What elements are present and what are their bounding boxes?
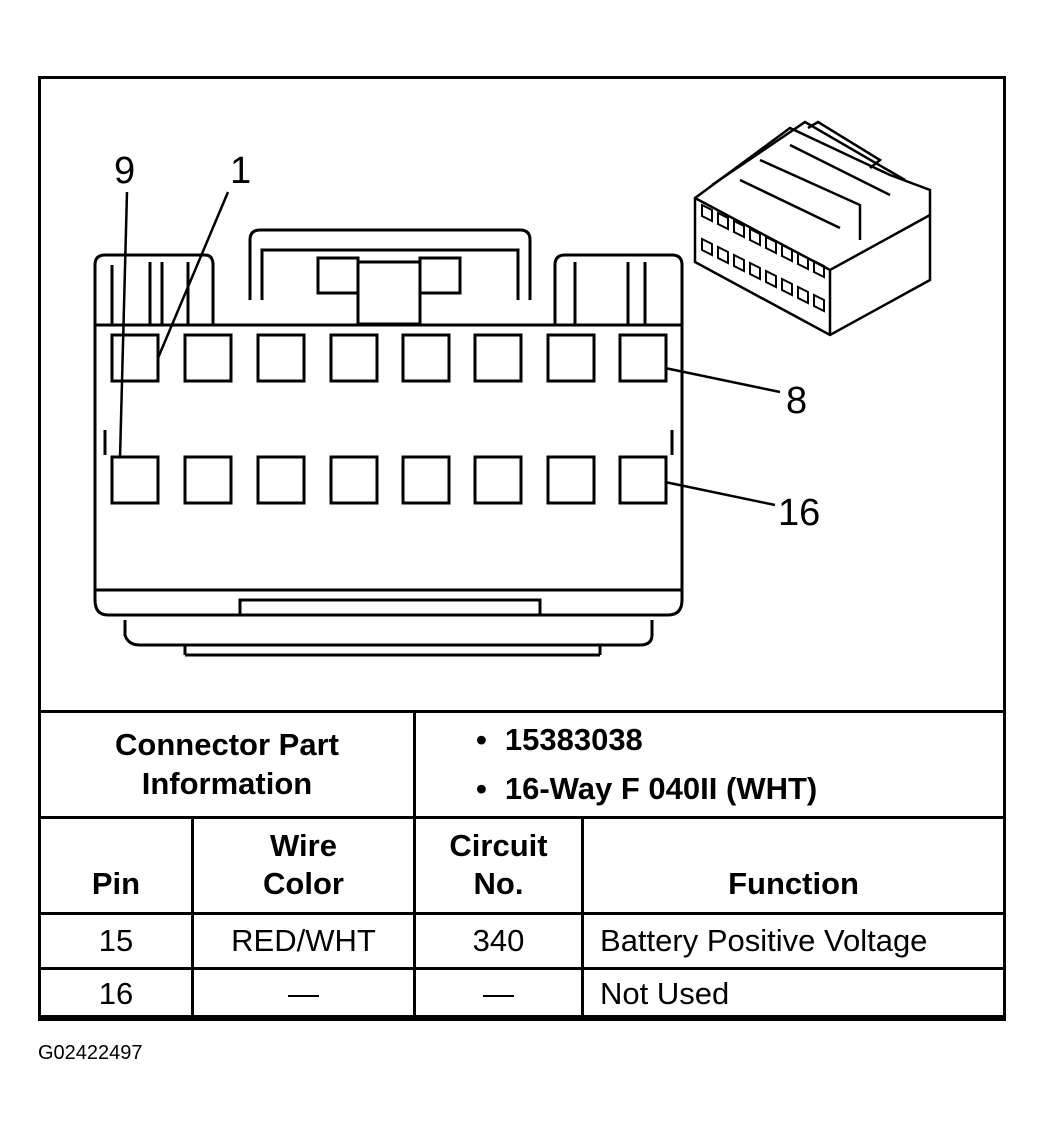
connector-info-table: Connector Part Information 15383038 16-W… <box>37 710 1006 1021</box>
pin-cavity-9 <box>110 455 160 505</box>
connector-part-row: Connector Part Information 15383038 16-W… <box>37 710 1006 819</box>
isometric-cavity <box>749 261 761 281</box>
callout-leaders <box>118 191 781 507</box>
isometric-cavity <box>813 259 825 279</box>
pin-cavity-11 <box>256 455 306 505</box>
pin-cavity-8 <box>618 333 668 383</box>
pin-cell: 15 <box>38 912 194 970</box>
header-function-label: Function <box>728 866 859 902</box>
connector-part-details: 15383038 16-Way F 040II (WHT) <box>413 710 1006 819</box>
pin-cavity-10 <box>183 455 233 505</box>
wire-color-cell: RED/WHT <box>190 912 417 970</box>
connector-part-title: Connector Part Information <box>37 710 417 819</box>
title-line-2: Information <box>141 765 313 801</box>
pin-cavity-3 <box>256 333 306 383</box>
pin-cell: 16 <box>38 967 194 1021</box>
header-wire-line-1: Wire <box>270 827 337 863</box>
isometric-cavity <box>797 285 809 305</box>
isometric-cavity <box>733 253 745 273</box>
title-line-1: Connector Part <box>115 726 339 762</box>
circuit-cell: 340 <box>413 912 585 970</box>
header-wire-line-2: Color <box>263 866 344 902</box>
pin-cavity-14 <box>473 455 523 505</box>
isometric-cavities <box>701 203 825 313</box>
pin-cavity-2 <box>183 333 233 383</box>
isometric-cavity <box>733 219 745 239</box>
isometric-cavity <box>781 243 793 263</box>
function-cell: Battery Positive Voltage <box>581 912 1006 970</box>
pin-cavities <box>110 333 668 505</box>
pin-cavity-5 <box>401 333 451 383</box>
circuit-cell: — <box>413 967 585 1021</box>
header-circuit-line-2: No. <box>473 866 524 902</box>
isometric-cavity <box>749 227 761 247</box>
isometric-cavity <box>781 277 793 297</box>
callout-pin-1: 1 <box>230 150 252 192</box>
column-header-circuit: Circuit No. <box>413 816 585 915</box>
callout-pin-9: 9 <box>114 150 136 192</box>
figure-id: G02422497 <box>38 1042 143 1064</box>
column-header-wire-color: Wire Color <box>190 816 417 915</box>
column-header-pin: Pin <box>38 816 194 915</box>
pin-cavity-4 <box>329 333 379 383</box>
connector-drawing <box>93 120 932 657</box>
table-row: 15 RED/WHT 340 Battery Positive Voltage <box>38 912 1006 970</box>
isometric-cavity <box>701 203 713 223</box>
connector-isometric-view <box>693 120 932 337</box>
column-header-function: Function <box>581 816 1006 915</box>
function-cell: Not Used <box>581 967 1006 1021</box>
isometric-cavity <box>797 251 809 271</box>
isometric-cavity <box>717 211 729 231</box>
isometric-cavity <box>717 245 729 265</box>
callout-pin-16: 16 <box>778 492 821 534</box>
header-circuit-line-1: Circuit <box>449 827 548 863</box>
pin-cavity-7 <box>546 333 596 383</box>
pin-cavity-12 <box>329 455 379 505</box>
connector-shoulders <box>93 253 684 440</box>
table-header-row: Pin Wire Color Circuit No. Function <box>38 816 1006 915</box>
connector-body <box>93 323 684 657</box>
pin-cavity-1 <box>110 333 160 383</box>
isometric-cavity <box>813 293 825 313</box>
pin-cavity-6 <box>473 333 523 383</box>
header-pin-label: Pin <box>91 866 141 902</box>
connector-latch <box>248 228 532 326</box>
callout-pin-8: 8 <box>786 380 808 422</box>
connector-info-table-container: Connector Part Information 15383038 16-W… <box>37 710 1006 1021</box>
isometric-cavity <box>765 235 777 255</box>
pin-cavity-13 <box>401 455 451 505</box>
wire-color-cell: — <box>190 967 417 1021</box>
pin-cavity-15 <box>546 455 596 505</box>
part-number: 15383038 <box>476 716 1003 764</box>
isometric-cavity <box>701 237 713 257</box>
connector-description: 16-Way F 040II (WHT) <box>476 765 1003 813</box>
pin-cavity-16 <box>618 455 668 505</box>
table-row: 16 — — Not Used <box>38 967 1006 1021</box>
isometric-cavity <box>765 269 777 289</box>
